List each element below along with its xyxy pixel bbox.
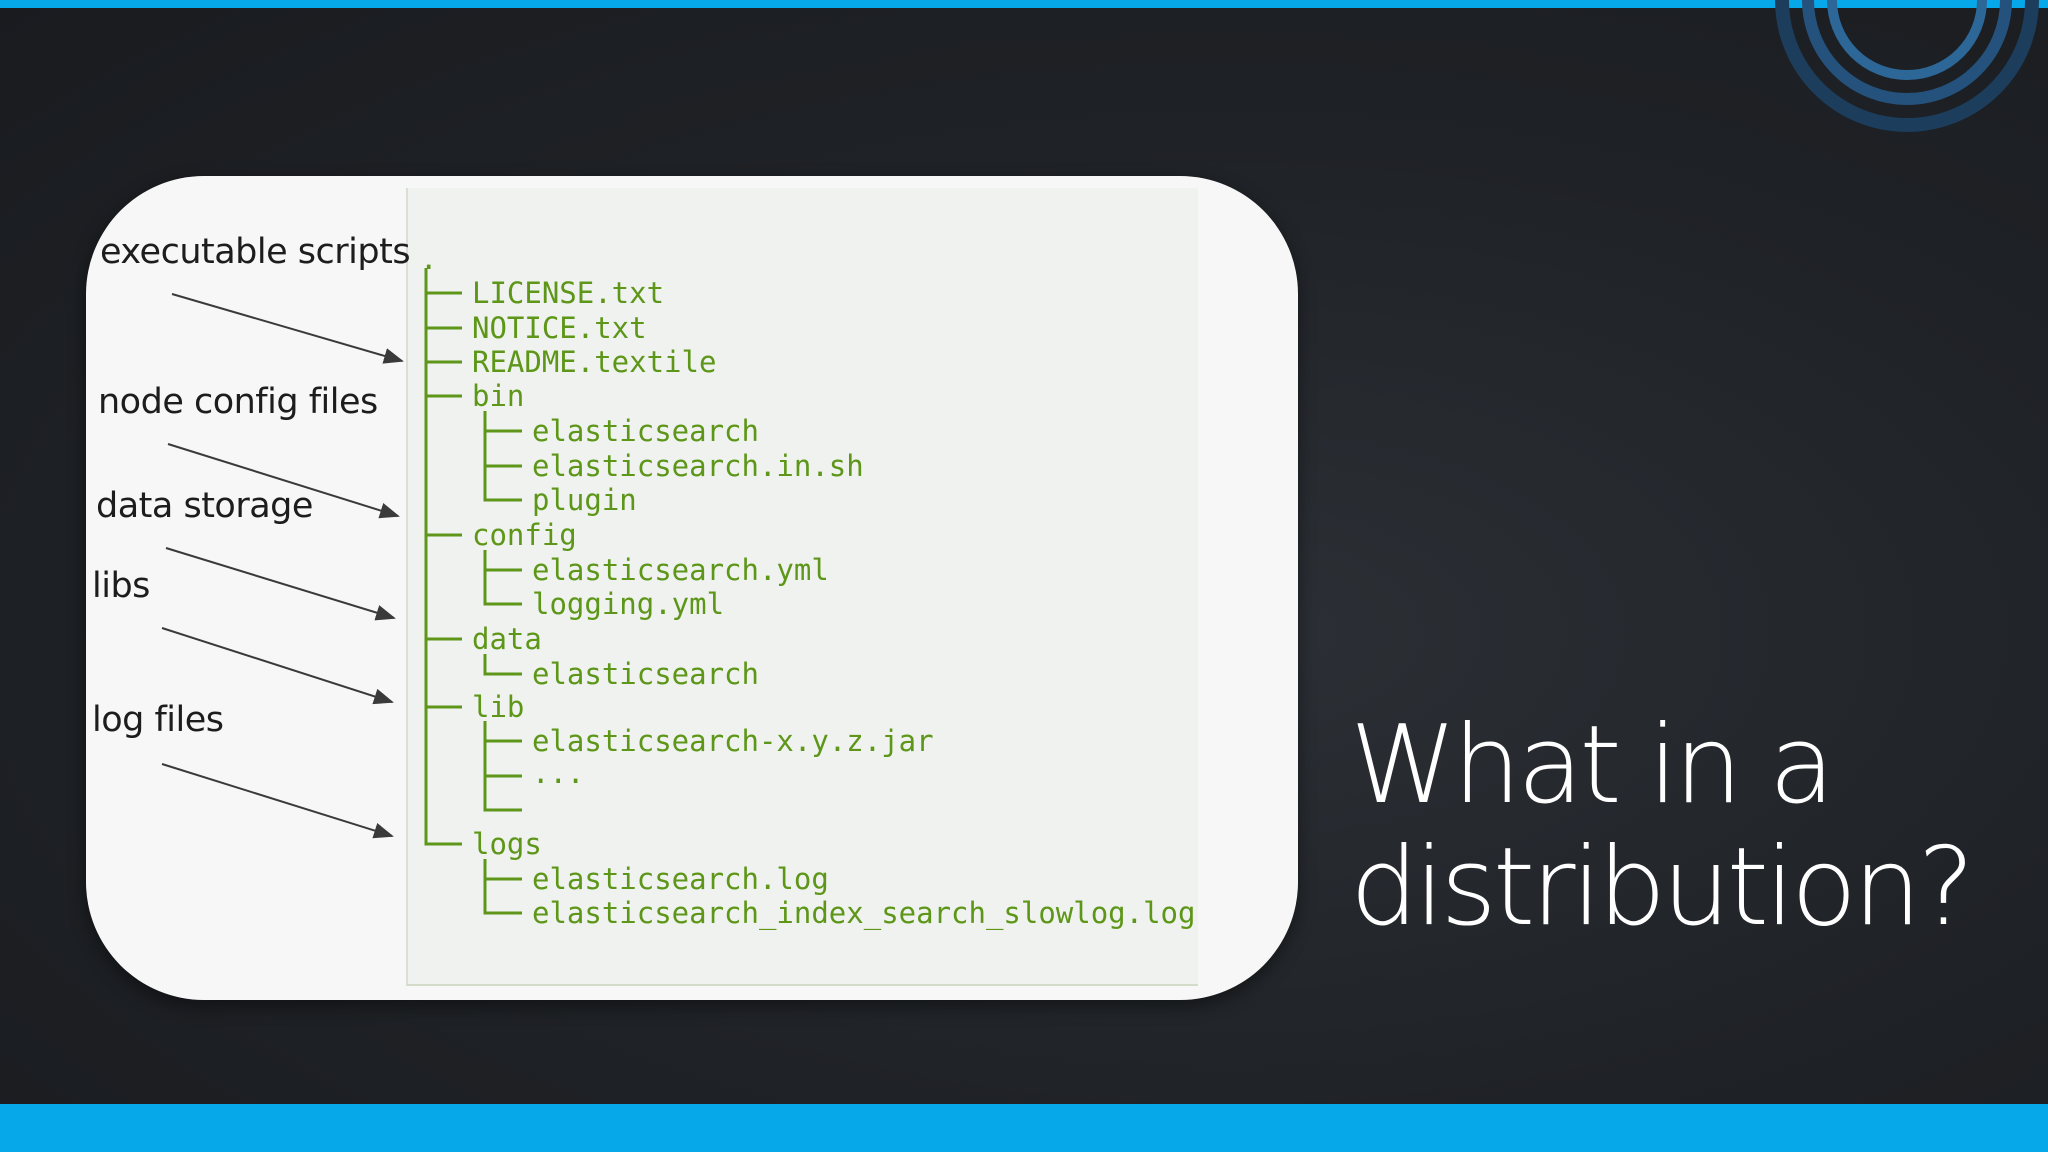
arrow-data-storage (165, 547, 396, 621)
slide-title-line-2: distribution? (1350, 825, 1975, 950)
arrow-libs (161, 627, 394, 705)
annotation-arrows (161, 293, 404, 839)
tree-entry-elasticsearch-in-sh: elasticsearch.in.sh (532, 449, 864, 483)
tree-entry-config: config (472, 518, 577, 552)
bottom-accent-bar (0, 1104, 2048, 1152)
tree-panel (406, 188, 1198, 986)
tree-entry-elasticsearch-log: elasticsearch.log (532, 862, 829, 896)
tree-entry-logging-yml: logging.yml (532, 587, 725, 621)
tree-entry-readme: README.textile (472, 345, 717, 379)
top-accent-bar (0, 0, 2048, 8)
label-node-config-files: node config files (98, 382, 378, 422)
slide-title-line-1: What in a (1350, 703, 1835, 828)
tree-entry-ellipsis: ... (532, 756, 585, 790)
tree-entry-data: data (472, 622, 542, 656)
tree-entry-bin: bin (472, 379, 525, 413)
label-log-files: log files (92, 700, 224, 740)
tree-entry-elasticsearch-yml: elasticsearch.yml (532, 553, 829, 587)
concentric-rings-decoration (1775, 0, 2039, 132)
arrow-executable-scripts (171, 293, 404, 364)
tree-entry-lib: lib (472, 690, 525, 724)
diagram-card: executable scripts node config files dat… (86, 176, 1298, 1000)
tree-entry-slowlog: elasticsearch_index_search_slowlog.log (532, 896, 1196, 930)
tree-root: . (420, 242, 438, 276)
slide-title: What in a distribution? (1350, 705, 2010, 949)
tree-entry-logs: logs (472, 827, 542, 861)
tree-entry-data-elasticsearch: elasticsearch (532, 657, 759, 691)
tree-entry-license: LICENSE.txt (472, 276, 665, 310)
tree-entry-plugin: plugin (532, 483, 637, 517)
label-executable-scripts: executable scripts (100, 232, 411, 272)
arrow-log-files (161, 763, 394, 839)
label-libs: libs (92, 566, 150, 606)
tree-connectors (424, 268, 522, 915)
tree-entry-jar: elasticsearch-x.y.z.jar (532, 724, 934, 758)
tree-entry-notice: NOTICE.txt (472, 311, 647, 345)
label-data-storage: data storage (96, 486, 313, 526)
arrow-node-config-files (167, 443, 400, 519)
tree-entry-bin-elasticsearch: elasticsearch (532, 414, 759, 448)
